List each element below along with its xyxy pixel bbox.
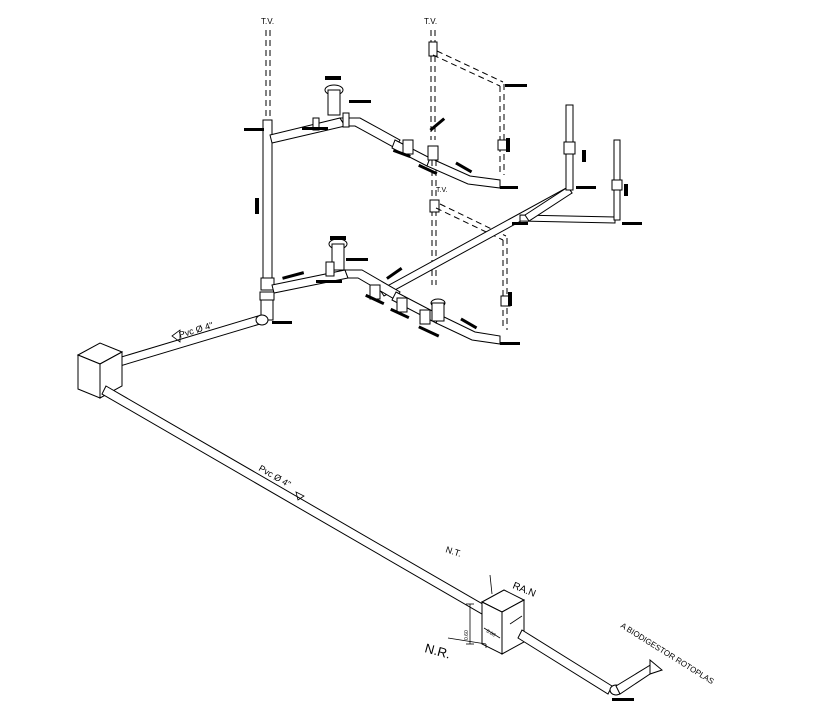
- tv-label-right: T.V.: [424, 17, 437, 26]
- diagonal-branch-right: [379, 104, 642, 297]
- outlet-pipe: [517, 629, 664, 701]
- upper-right-vent: [428, 30, 527, 175]
- tv-label-left: T.V.: [261, 17, 274, 26]
- upper-floor-branch: [269, 76, 518, 189]
- nr-label: N.R.: [423, 640, 452, 661]
- register-box-2: [447, 574, 526, 655]
- nt-label: N.T.: [444, 544, 462, 558]
- main-drain-pipe: [101, 385, 487, 615]
- register-box-1: [76, 342, 124, 399]
- lower-floor-branch: [271, 236, 520, 345]
- dim-height-label: 0.60: [464, 630, 470, 640]
- left-vent-stack: [244, 30, 275, 321]
- dim-width-label: 0.60: [485, 629, 497, 639]
- tv-label-mid: T.V.: [436, 187, 447, 194]
